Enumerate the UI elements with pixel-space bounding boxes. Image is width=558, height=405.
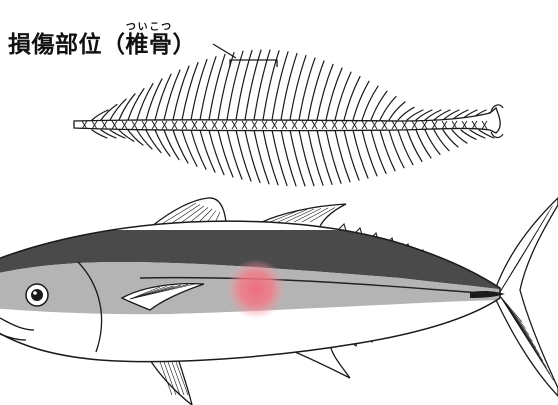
neural-spine [434, 110, 450, 120]
haemal-spine [146, 130, 161, 153]
tuna-illustration [0, 198, 558, 405]
neural-spine [308, 61, 324, 120]
haemal-spine [182, 130, 197, 166]
haemal-spine [173, 130, 188, 163]
haemal-spine [164, 130, 179, 160]
haemal-spine [425, 130, 440, 154]
haemal-spine [281, 130, 296, 186]
spine-ribs [92, 50, 495, 186]
neural-spine [272, 52, 288, 120]
neural-spine [128, 89, 144, 120]
neural-spine [380, 97, 396, 120]
neural-spine [119, 94, 135, 120]
haemal-spine [461, 130, 476, 139]
neural-spine [209, 54, 225, 120]
neural-spine [173, 66, 189, 120]
neural-spine [281, 53, 297, 120]
injury-highlight-spot [226, 259, 286, 319]
neural-spine [218, 53, 234, 120]
neural-spine [191, 59, 207, 120]
haemal-spine [209, 130, 224, 175]
neural-spine [155, 74, 171, 120]
neural-spine [416, 110, 432, 120]
spine-illustration [74, 50, 503, 186]
neural-spine [236, 50, 252, 120]
haemal-spine [290, 130, 305, 186]
neural-spine [182, 63, 198, 120]
neural-spine [389, 102, 405, 120]
haemal-spine [299, 130, 314, 186]
haemal-spine [245, 130, 260, 183]
haemal-spine [155, 130, 170, 156]
haemal-spine [263, 130, 278, 185]
haemal-spine [128, 130, 143, 145]
neural-spine [290, 56, 306, 120]
haemal-spine [200, 130, 215, 172]
neural-spine [164, 70, 180, 120]
haemal-spine [452, 130, 467, 143]
haemal-spine [191, 130, 206, 169]
haemal-spine [218, 130, 233, 177]
neural-spine [137, 84, 153, 120]
neural-spine [299, 58, 315, 120]
caudal-fin [495, 198, 558, 396]
neural-spine [407, 110, 423, 120]
haemal-spine [272, 130, 287, 186]
haemal-spine [443, 130, 458, 147]
haemal-spine [236, 130, 251, 181]
neural-spine [398, 107, 414, 120]
haemal-spine [254, 130, 269, 184]
neural-spine [200, 57, 216, 120]
haemal-spine [317, 130, 332, 184]
haemal-spine [308, 130, 323, 185]
haemal-spine [416, 130, 431, 158]
fish-eye [26, 284, 48, 306]
neural-spine [371, 91, 387, 120]
haemal-spine [92, 130, 107, 138]
haemal-spine [227, 130, 242, 179]
neural-spine [146, 79, 162, 120]
haemal-spine [434, 130, 449, 151]
haemal-spine [119, 130, 134, 141]
pelvic-fin [150, 358, 192, 405]
haemal-spine [137, 130, 152, 149]
neural-spine [425, 110, 441, 120]
